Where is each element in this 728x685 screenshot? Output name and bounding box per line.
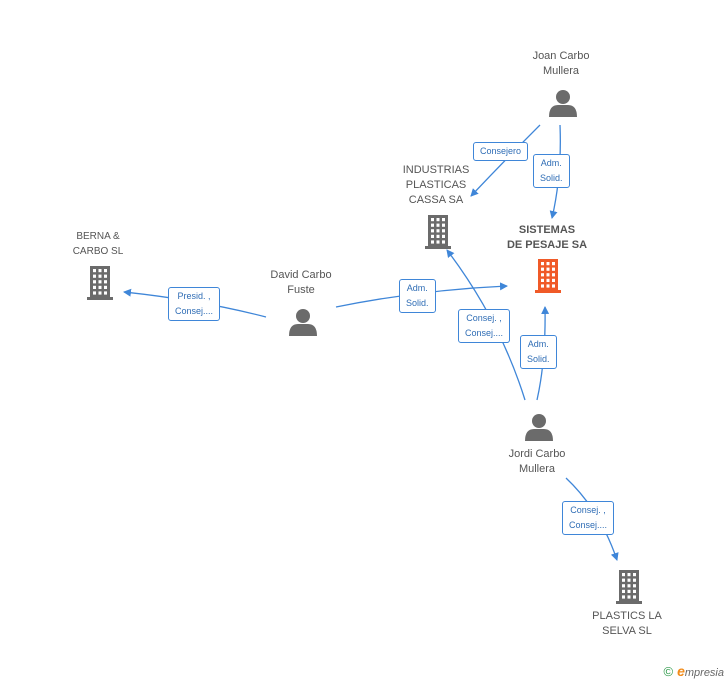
edge-label-line: Consejero xyxy=(480,146,522,156)
node-industrias-line-1: INDUSTRIAS xyxy=(402,164,470,176)
node-sistemas-line-1: SISTEMAS xyxy=(518,224,576,236)
node-sistemas-label[interactable]: SISTEMAS DE PESAJE SA xyxy=(507,223,587,253)
building-icon-berna[interactable] xyxy=(87,266,113,300)
building-icon-plastics[interactable] xyxy=(616,570,642,604)
node-joan-line-1: Joan Carbo xyxy=(532,50,590,62)
edge-label-line: Presid. , xyxy=(177,291,211,301)
node-sistemas-line-2: DE PESAJE SA xyxy=(506,239,588,251)
node-jordi-label[interactable]: Jordi Carbo Mullera xyxy=(509,447,566,477)
edge-label-jordi-sistemas[interactable]: Adm. Solid. xyxy=(520,335,557,369)
edge-label-line: Adm. xyxy=(527,339,549,349)
brand-initial: e xyxy=(677,663,685,679)
node-jordi-line-1: Jordi Carbo xyxy=(508,448,566,460)
node-joan-line-2: Mullera xyxy=(542,65,580,77)
edge-label-line: Adm. xyxy=(406,283,428,293)
edge-label-joan-sistemas[interactable]: Adm. Solid. xyxy=(533,154,570,188)
edge-label-jordi-plastics[interactable]: Consej. , Consej.... xyxy=(562,501,615,535)
node-jordi-line-2: Mullera xyxy=(518,463,556,475)
edge-label-line: Consej. , xyxy=(570,505,606,515)
node-plastics-line-1: PLASTICS LA xyxy=(592,610,662,622)
node-industrias-label[interactable]: INDUSTRIAS PLASTICAS CASSA SA xyxy=(403,163,470,208)
node-industrias-line-3: CASSA SA xyxy=(408,194,464,206)
edge-label-david-berna[interactable]: Presid. , Consej.... xyxy=(168,287,221,321)
brand-name: mpresia xyxy=(684,667,724,679)
edge-label-line: Consej.... xyxy=(175,306,214,316)
person-icon-david[interactable] xyxy=(289,309,317,336)
edge-label-line: Solid. xyxy=(527,354,550,364)
node-industrias-line-2: PLASTICAS xyxy=(405,179,467,191)
edge-label-line: Solid. xyxy=(406,298,429,308)
brand-logo[interactable]: empresia xyxy=(677,663,724,679)
node-david-line-1: David Carbo xyxy=(270,269,332,281)
node-david-label[interactable]: David Carbo Fuste xyxy=(270,268,331,298)
edge-label-joan-industrias[interactable]: Consejero xyxy=(473,142,529,161)
node-joan-label[interactable]: Joan Carbo Mullera xyxy=(533,49,590,79)
edge-label-line: Consej.... xyxy=(465,328,504,338)
person-icon-jordi[interactable] xyxy=(525,414,553,441)
edge-label-line: Solid. xyxy=(540,173,563,183)
footer-credit: © empresia xyxy=(663,663,724,679)
edge-label-line: Adm. xyxy=(540,158,562,168)
building-icon-industrias[interactable] xyxy=(425,215,451,249)
node-berna-line-1: BERNA & xyxy=(76,231,120,242)
person-icon-joan[interactable] xyxy=(549,90,577,117)
edge-label-jordi-industrias[interactable]: Consej. , Consej.... xyxy=(458,309,511,343)
edge-label-line: Consej. , xyxy=(466,313,502,323)
building-icon-sistemas[interactable] xyxy=(535,259,561,293)
edge-label-david-sistemas[interactable]: Adm. Solid. xyxy=(399,279,436,313)
node-berna-label[interactable]: BERNA & CARBO SL xyxy=(73,229,124,259)
copyright-icon: © xyxy=(663,663,674,679)
node-plastics-label[interactable]: PLASTICS LA SELVA SL xyxy=(592,609,662,639)
node-david-line-2: Fuste xyxy=(287,284,315,296)
node-plastics-line-2: SELVA SL xyxy=(602,625,652,637)
node-berna-line-2: CARBO SL xyxy=(72,246,124,257)
edge-label-line: Consej.... xyxy=(569,520,608,530)
